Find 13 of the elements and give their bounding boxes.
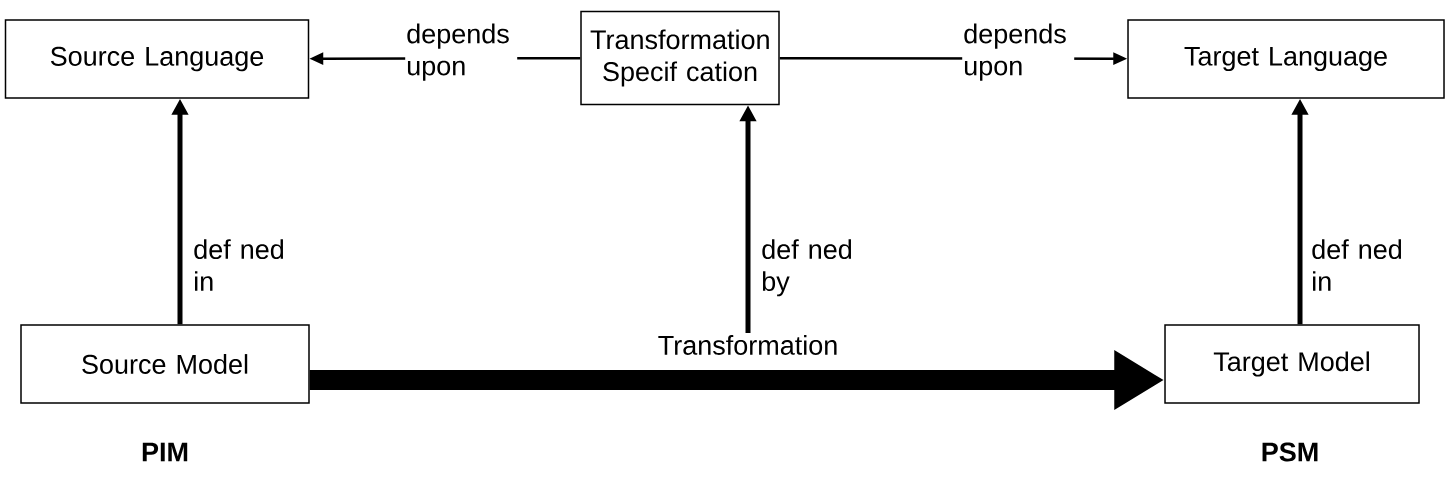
edge-label: Transformation — [658, 335, 837, 355]
edge-label: def ned by — [760, 238, 858, 298]
process-box: Target Model — [1164, 324, 1420, 404]
edge-label: depends upon — [405, 22, 518, 82]
process-box: Target Language — [1127, 19, 1445, 99]
caption-label: PSM — [1262, 442, 1318, 462]
caption-label: PIM — [142, 442, 188, 462]
process-box: Source Language — [4, 19, 310, 99]
process-box: Transformation Specif cation — [580, 10, 780, 106]
edge-label: def ned in — [1310, 238, 1408, 292]
process-box: Source Model — [20, 324, 310, 404]
edge-label: def ned in — [192, 238, 290, 292]
edge-label: depends upon — [962, 22, 1075, 82]
